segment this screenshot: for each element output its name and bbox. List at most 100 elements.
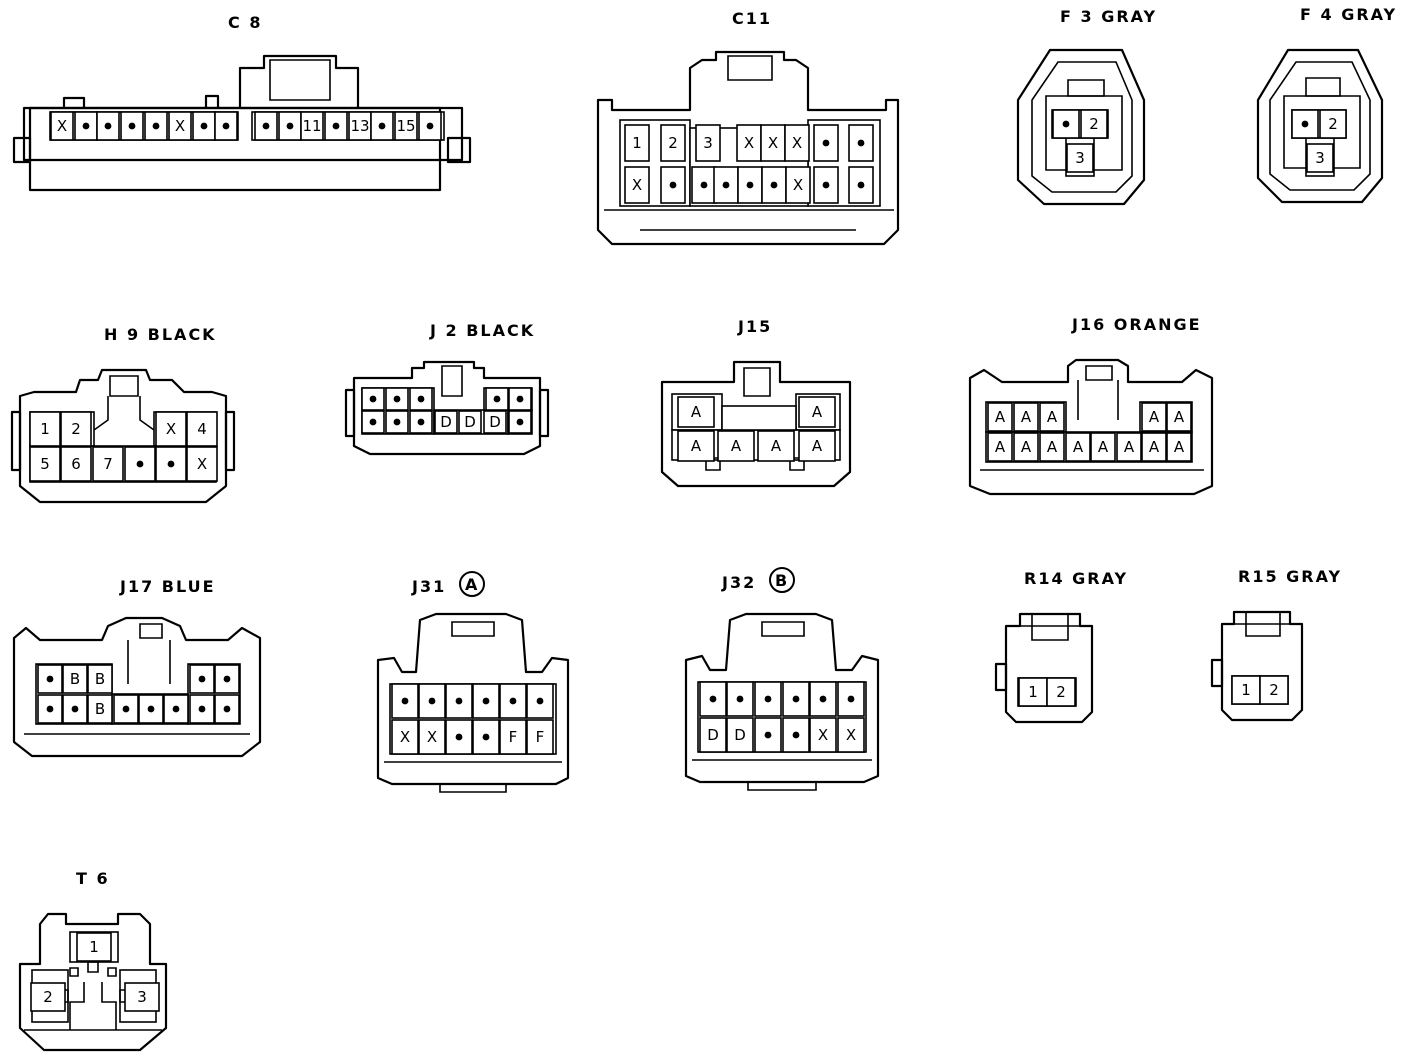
pin-cavity xyxy=(1319,109,1347,139)
pin-label: 3 xyxy=(1075,149,1085,167)
pin-cavity xyxy=(987,432,1013,462)
connector-label: J17 BLUE xyxy=(119,577,216,596)
pin-cavity xyxy=(1013,432,1039,462)
pin-label: A xyxy=(1149,438,1160,456)
empty-pin-dot xyxy=(378,122,386,130)
connector-label: H 9 BLACK xyxy=(104,325,217,344)
pin-cavity xyxy=(434,410,458,434)
pin-cavity xyxy=(186,411,218,447)
pin-label: 15 xyxy=(396,117,415,135)
variant-badge: A xyxy=(459,571,485,597)
pin-label: X xyxy=(632,176,642,194)
pin-label: X xyxy=(744,134,754,152)
connector-label: J31 xyxy=(411,577,446,596)
pin-cavity xyxy=(1231,675,1261,705)
pin-cavity xyxy=(798,396,836,428)
pin-cavity xyxy=(660,124,686,162)
empty-pin-dot xyxy=(223,705,231,713)
connector-label: F 3 GRAY xyxy=(1060,7,1157,26)
pin-cavity xyxy=(499,683,527,719)
empty-pin-dot xyxy=(401,697,409,705)
empty-pin-dot xyxy=(122,705,130,713)
pin-cavity xyxy=(60,446,92,482)
pin-cavity xyxy=(30,982,66,1012)
pin-cavity xyxy=(76,932,112,962)
pin-cavity xyxy=(726,717,754,753)
empty-pin-dot xyxy=(104,122,112,130)
pin-cavity xyxy=(394,111,418,141)
empty-pin-dot xyxy=(167,460,175,468)
pin-cavity xyxy=(736,124,762,162)
svg-text:A: A xyxy=(465,575,478,594)
pin-label: A xyxy=(691,403,702,421)
connector-label: J15 xyxy=(737,317,772,336)
connector-label: F 4 GRAY xyxy=(1300,5,1397,24)
pin-cavity xyxy=(1141,402,1167,432)
variant-badge: B xyxy=(769,567,795,593)
pin-label: A xyxy=(1021,408,1032,426)
pin-label: 2 xyxy=(1056,683,1066,701)
empty-pin-dot xyxy=(152,122,160,130)
pin-label: D xyxy=(734,726,746,744)
empty-pin-dot xyxy=(393,395,401,403)
pin-cavity xyxy=(1013,402,1039,432)
pin-cavity xyxy=(87,664,113,694)
empty-pin-dot xyxy=(369,418,377,426)
empty-pin-dot xyxy=(482,733,490,741)
empty-pin-dot xyxy=(819,695,827,703)
pin-label: X xyxy=(846,726,856,744)
empty-pin-dot xyxy=(332,122,340,130)
pin-label: 1 xyxy=(89,938,99,956)
pin-cavity xyxy=(1080,109,1108,139)
pin-label: D xyxy=(440,413,452,431)
pin-cavity xyxy=(1306,143,1334,173)
pin-cavity xyxy=(29,411,61,447)
pin-label: 1 xyxy=(1241,681,1251,699)
pin-label: X xyxy=(427,728,437,746)
pin-cavity xyxy=(1090,432,1116,462)
pin-cavity xyxy=(1065,432,1091,462)
pin-cavity xyxy=(186,446,218,482)
pin-label: 7 xyxy=(103,455,113,473)
empty-pin-dot xyxy=(770,181,778,189)
pin-cavity xyxy=(50,111,74,141)
pin-label: A xyxy=(1047,408,1058,426)
pin-cavity xyxy=(155,411,187,447)
pin-label: 2 xyxy=(1269,681,1279,699)
empty-pin-dot xyxy=(536,697,544,705)
pin-label: 2 xyxy=(668,134,678,152)
pin-cavity xyxy=(87,694,113,724)
pin-label: D xyxy=(464,413,476,431)
empty-pin-dot xyxy=(223,675,231,683)
pin-cavity xyxy=(784,124,810,162)
pin-cavity xyxy=(92,446,124,482)
pin-cavity xyxy=(677,430,715,462)
empty-pin-dot xyxy=(764,695,772,703)
pin-label: A xyxy=(1174,438,1185,456)
pin-cavity xyxy=(717,430,755,462)
empty-pin-dot xyxy=(516,418,524,426)
empty-pin-dot xyxy=(286,122,294,130)
pin-cavity xyxy=(1259,675,1289,705)
pin-cavity xyxy=(1039,432,1065,462)
pin-cavity xyxy=(62,664,88,694)
pin-cavity xyxy=(60,411,92,447)
empty-pin-dot xyxy=(516,395,524,403)
pin-label: A xyxy=(1149,408,1160,426)
pin-label: 2 xyxy=(1089,115,1099,133)
pin-cavity xyxy=(754,717,782,753)
empty-pin-dot xyxy=(722,181,730,189)
pin-cavity xyxy=(785,166,811,204)
empty-pin-dot xyxy=(262,122,270,130)
pin-label: X xyxy=(818,726,828,744)
pin-label: X xyxy=(166,420,176,438)
pin-cavity xyxy=(1046,677,1076,707)
pin-label: B xyxy=(95,700,105,718)
empty-pin-dot xyxy=(82,122,90,130)
pin-label: 6 xyxy=(71,455,81,473)
pin-cavity xyxy=(1141,432,1167,462)
